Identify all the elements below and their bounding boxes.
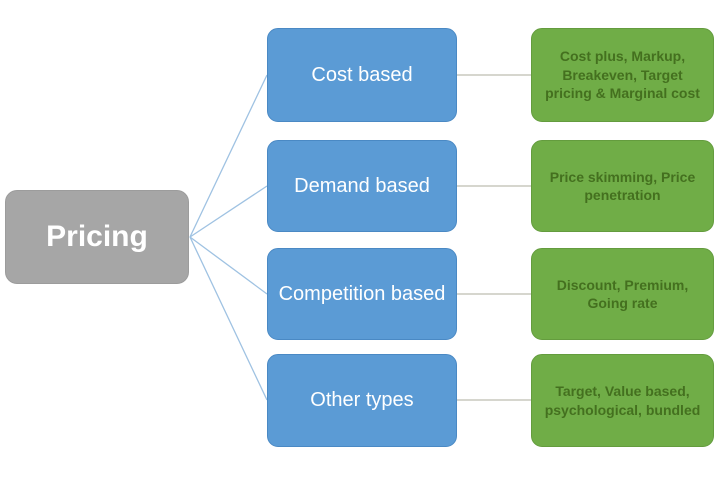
connector-root-to-other-types bbox=[189, 236, 268, 401]
detail-node-cost-based: Cost plus, Markup, Breakeven, Target pri… bbox=[531, 28, 714, 122]
branch-node-competition-based: Competition based bbox=[267, 248, 457, 340]
detail-text: Discount, Premium, Going rate bbox=[556, 276, 689, 311]
branch-node-cost-based: Cost based bbox=[267, 28, 457, 122]
detail-node-other-types: Target, Value based, psychological, bund… bbox=[531, 354, 714, 447]
detail-text: Price skimming, Price penetration bbox=[549, 168, 696, 203]
branch-label: Other types bbox=[310, 389, 414, 411]
detail-text: Target, Value based, psychological, bund… bbox=[544, 383, 701, 418]
root-node-pricing: Pricing bbox=[5, 190, 189, 284]
detail-text: Cost plus, Markup, Breakeven, Target pri… bbox=[545, 48, 700, 102]
detail-node-competition-based: Discount, Premium, Going rate bbox=[531, 248, 714, 340]
branch-label: Cost based bbox=[311, 63, 413, 86]
connector-root-to-demand-based bbox=[189, 185, 268, 238]
branch-label: Competition based bbox=[278, 282, 446, 305]
branch-label: Demand based bbox=[294, 174, 430, 197]
connector-root-to-competition-based bbox=[189, 236, 268, 295]
detail-node-demand-based: Price skimming, Price penetration bbox=[531, 140, 714, 232]
branch-node-demand-based: Demand based bbox=[267, 140, 457, 232]
root-label: Pricing bbox=[46, 220, 148, 253]
branch-node-other-types: Other types bbox=[267, 354, 457, 447]
connector-root-to-cost-based bbox=[189, 74, 268, 238]
